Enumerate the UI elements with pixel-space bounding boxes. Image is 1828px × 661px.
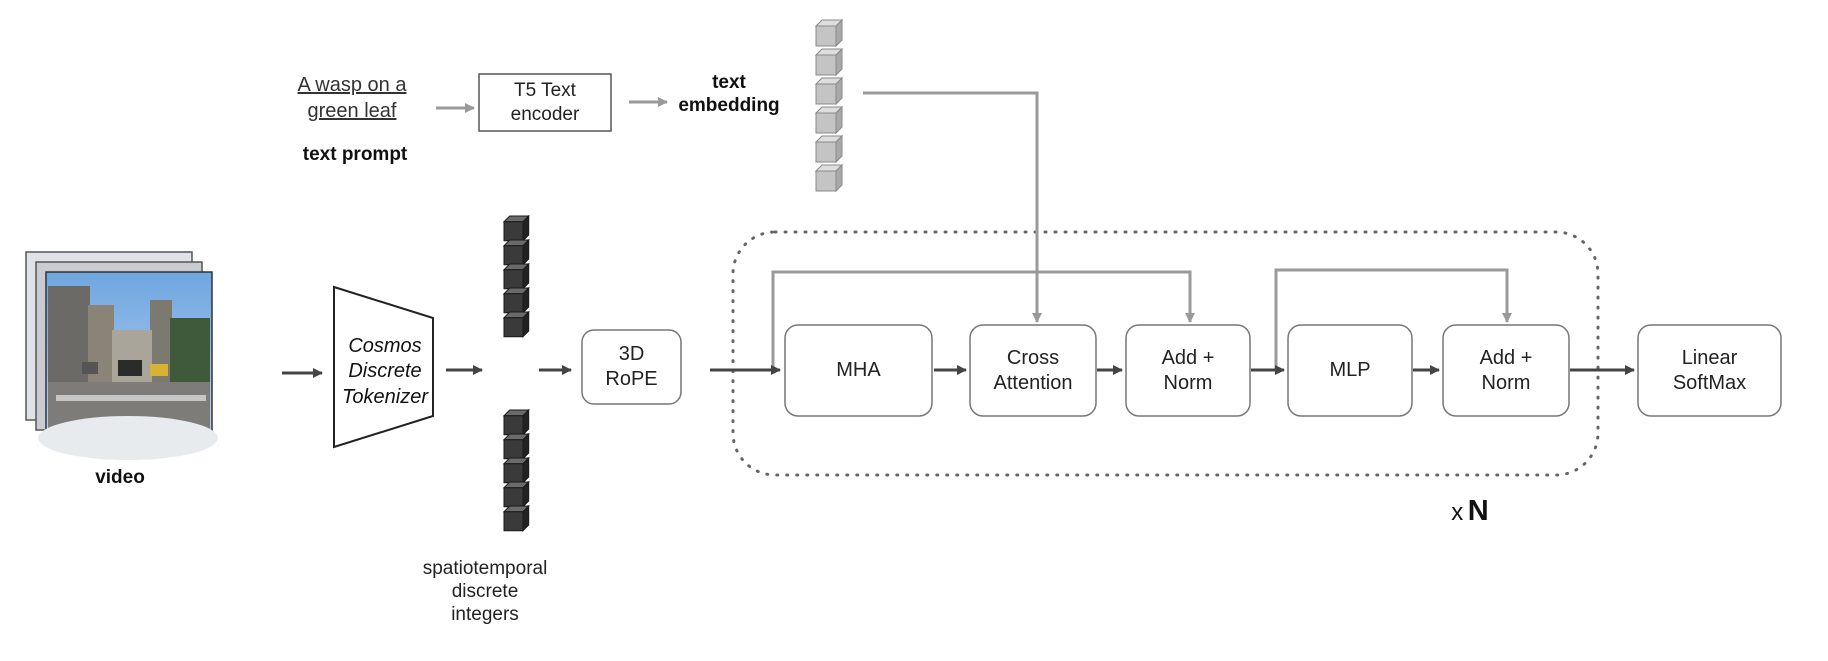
cube-face: [815, 54, 837, 76]
video-caption: video: [95, 467, 145, 488]
mha-box: [784, 324, 933, 417]
cube-face: [815, 112, 837, 134]
cube-face: [503, 439, 524, 460]
mlp-box: [1287, 324, 1413, 417]
transformer-block-outline: [731, 230, 1600, 477]
arrow-residual-2: [1274, 268, 1512, 370]
cube-face: [503, 487, 524, 508]
prompt-caption: text prompt: [302, 144, 408, 165]
token-cubes-top-icon: [502, 214, 530, 338]
cube-face: [815, 25, 837, 47]
rope-box: [581, 329, 682, 405]
cube-face: [503, 245, 524, 266]
add-norm-2-label: Add +Norm: [1479, 346, 1533, 394]
cube-face: [503, 269, 524, 290]
cube-face: [815, 141, 837, 163]
cube-face: [503, 415, 524, 436]
mlp-label: MLP: [1329, 359, 1371, 381]
prompt-line-2: green leaf: [307, 100, 397, 122]
arrow-embedding-to-cross-attention: [863, 91, 1042, 323]
mha-label: MHA: [836, 359, 881, 381]
cross-attention-box: [969, 324, 1097, 417]
cube-face: [815, 83, 837, 105]
cube-face: [815, 170, 837, 192]
t5-encoder-box: [478, 73, 612, 132]
token-cubes-bottom-icon: [502, 408, 530, 532]
add-norm-2-box: [1442, 324, 1570, 417]
repeat-count: x N: [1451, 495, 1489, 527]
cube-face: [503, 511, 524, 532]
arrow-residual-1: [771, 270, 1195, 370]
cube-face: [503, 293, 524, 314]
add-norm-1-box: [1125, 324, 1251, 417]
add-norm-1-label: Add +Norm: [1161, 346, 1215, 394]
cube-face: [503, 463, 524, 484]
prompt-line-1: A wasp on a: [297, 74, 407, 96]
cube-face: [503, 317, 524, 338]
cube-face: [503, 221, 524, 242]
output-box: [1637, 324, 1782, 417]
video-frames-icon: [25, 251, 218, 460]
tokenizer-shape: [333, 285, 434, 449]
embedding-cubes-icon: [814, 18, 844, 193]
